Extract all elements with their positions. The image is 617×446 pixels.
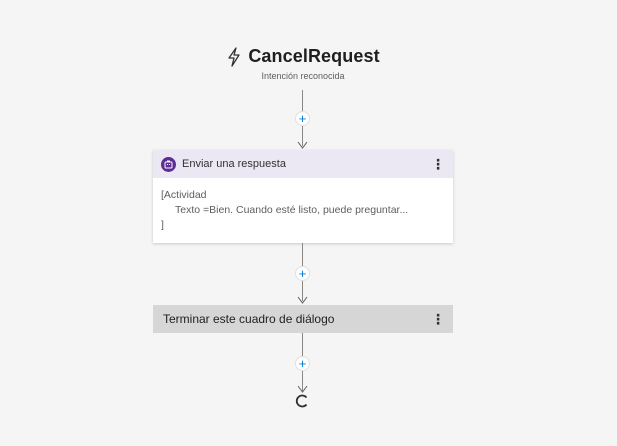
end-dialog-more-button[interactable]: ⋮ xyxy=(431,310,445,327)
end-dialog-node[interactable]: Terminar este cuadro de diálogo ⋮ xyxy=(153,305,453,333)
activity-close: ] xyxy=(161,219,164,231)
activity-text: Texto =Bien. Cuando esté listo, puede pr… xyxy=(175,204,409,216)
lightning-bolt-icon xyxy=(226,46,242,67)
send-response-title: Enviar una respuesta xyxy=(182,158,286,170)
add-node-button[interactable]: + xyxy=(295,266,310,281)
send-response-more-button[interactable]: ⋮ xyxy=(431,155,445,172)
trigger-node[interactable]: CancelRequest Intención reconocida xyxy=(153,46,453,81)
end-node-icon xyxy=(295,394,308,408)
activity-open: [Actividad xyxy=(161,189,207,201)
send-response-node[interactable]: Enviar una respuesta ⋮ [Actividad Texto … xyxy=(153,150,453,243)
trigger-header: CancelRequest xyxy=(226,46,380,67)
bot-icon xyxy=(161,156,176,172)
trigger-subtitle: Intención reconocida xyxy=(261,71,345,81)
add-node-button[interactable]: + xyxy=(295,111,310,126)
arrow-down-icon xyxy=(297,296,308,304)
arrow-down-icon xyxy=(297,385,308,393)
trigger-title: CancelRequest xyxy=(248,46,380,66)
end-dialog-title: Terminar este cuadro de diálogo xyxy=(163,312,335,326)
arrow-down-icon xyxy=(297,141,308,149)
send-response-header: Enviar una respuesta ⋮ xyxy=(153,150,453,178)
add-node-button[interactable]: + xyxy=(295,356,310,371)
send-response-body: [Actividad Texto =Bien. Cuando esté list… xyxy=(153,178,453,233)
